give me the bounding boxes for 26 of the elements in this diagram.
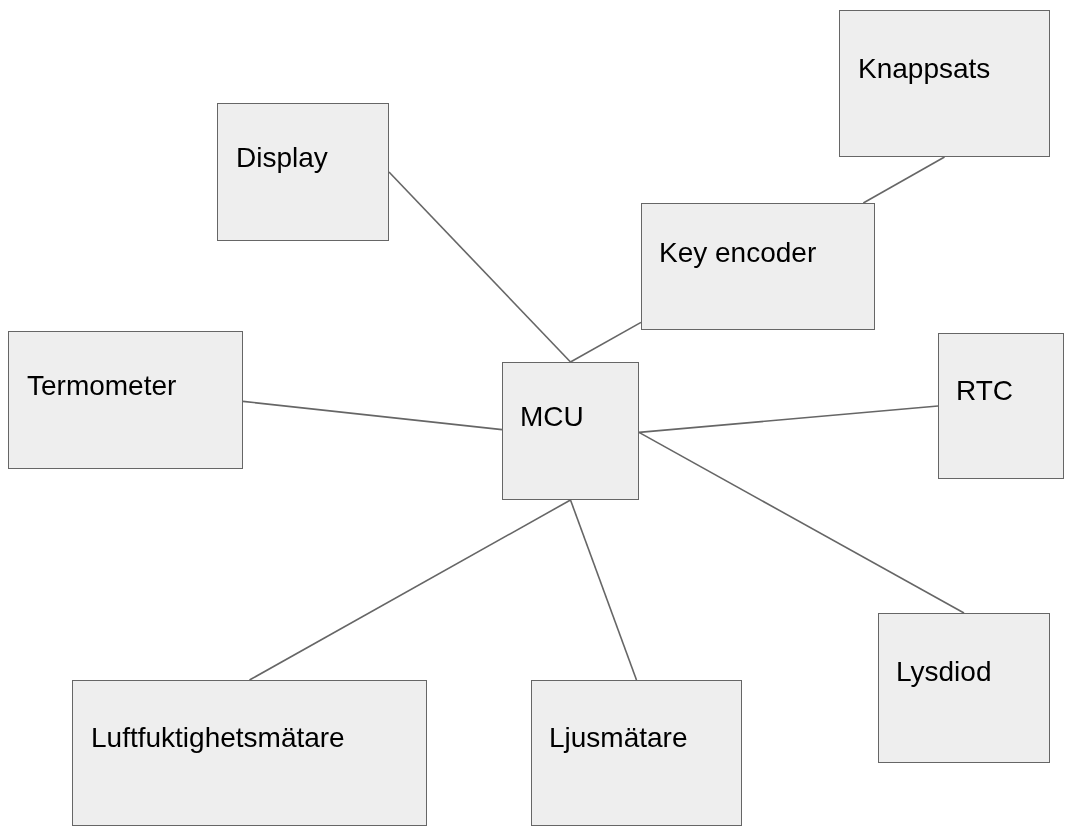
component-label: Key encoder: [659, 238, 817, 269]
component-label: Knappsats: [858, 54, 991, 85]
connector-line: [248, 499, 572, 681]
connector-line: [242, 400, 503, 431]
component-label: Display: [236, 143, 328, 174]
component-box: [938, 333, 1064, 479]
connector-line: [638, 405, 939, 434]
component-box: [72, 680, 427, 826]
connector-line: [388, 171, 572, 363]
component-box: [8, 331, 243, 469]
component-label: Ljusmätare: [549, 723, 688, 754]
connector-line: [862, 156, 946, 204]
component-label: Lysdiod: [896, 657, 992, 688]
component-label: MCU: [520, 402, 584, 433]
component-box: [502, 362, 639, 500]
component-box: [531, 680, 742, 826]
component-label: RTC: [956, 376, 1014, 407]
component-label: Luftfuktighetsmätare: [91, 723, 345, 754]
component-label: Termometer: [27, 371, 177, 402]
connector-line: [569, 499, 638, 681]
component-box: [878, 613, 1050, 763]
component-box: [217, 103, 389, 241]
connector-line: [638, 431, 965, 614]
connector-line: [569, 321, 642, 363]
component-box: [641, 203, 875, 330]
component-box: [839, 10, 1050, 157]
